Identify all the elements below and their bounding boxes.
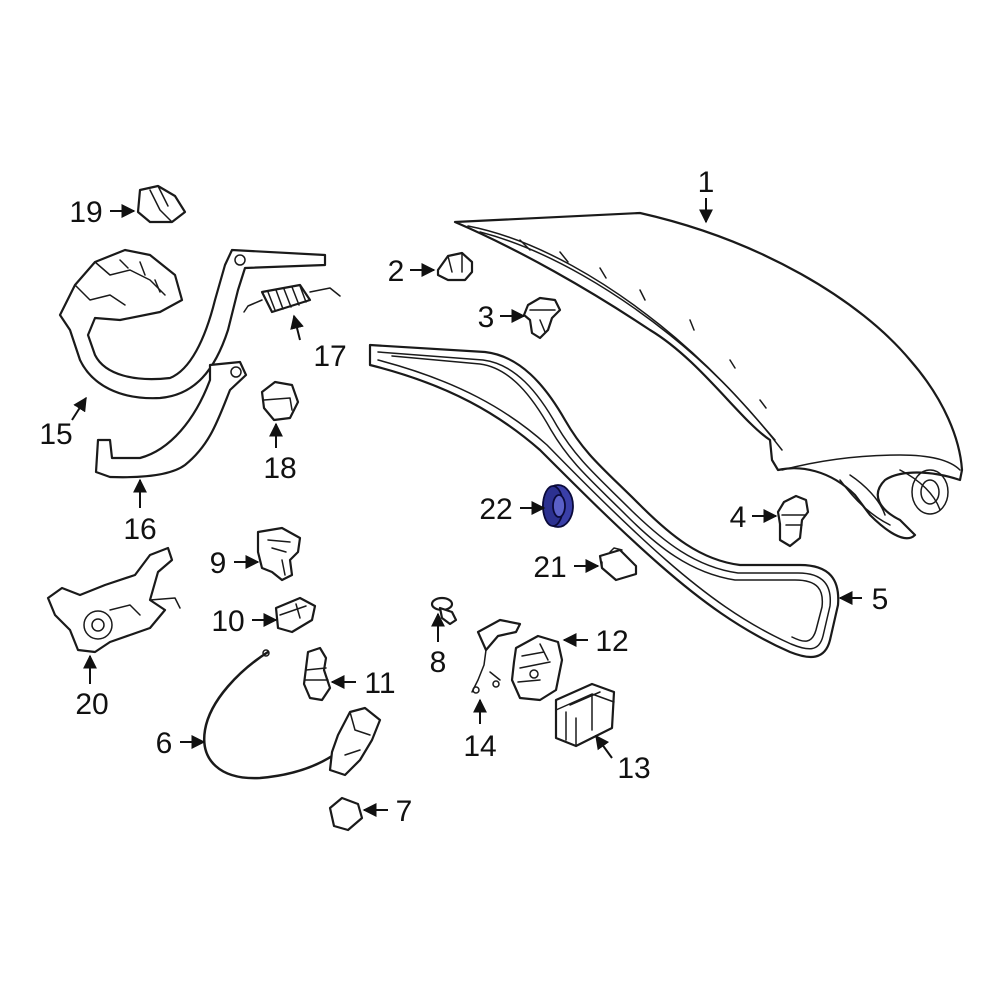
callout-14: 14 xyxy=(463,730,496,763)
part-5-weatherstrip[interactable] xyxy=(368,343,840,659)
part-4-bumper-stop[interactable] xyxy=(776,494,810,548)
callout-9: 9 xyxy=(210,547,227,580)
part-1-trunk-lid[interactable] xyxy=(453,211,964,540)
part-18-bumper[interactable] xyxy=(260,380,300,422)
callout-11: 11 xyxy=(364,667,395,700)
callout-4: 4 xyxy=(730,501,747,534)
part-19-pad[interactable] xyxy=(136,184,187,224)
part-16-trim-arm[interactable] xyxy=(94,360,248,479)
callout-6: 6 xyxy=(156,727,173,760)
part-17-spring[interactable] xyxy=(243,283,341,314)
callout-3: 3 xyxy=(478,301,495,334)
part-14-lock-rod[interactable] xyxy=(471,618,522,694)
callout-2: 2 xyxy=(388,255,405,288)
part-11-switch[interactable] xyxy=(302,646,332,702)
callout-20: 20 xyxy=(75,688,108,721)
part-3-bumper[interactable] xyxy=(522,296,562,340)
part-2-clip[interactable] xyxy=(436,251,474,282)
leader-lines xyxy=(71,198,862,817)
callout-18: 18 xyxy=(263,452,296,485)
part-12-latch[interactable] xyxy=(510,634,564,702)
callout-15: 15 xyxy=(39,418,72,451)
callout-1: 1 xyxy=(698,166,715,199)
part-13-module[interactable] xyxy=(554,682,616,748)
callout-13: 13 xyxy=(617,752,650,785)
callout-7: 7 xyxy=(396,795,413,828)
part-9-actuator[interactable] xyxy=(256,526,302,582)
callout-16: 16 xyxy=(123,513,156,546)
part-22-grommet[interactable] xyxy=(542,484,574,528)
callout-5: 5 xyxy=(872,583,889,616)
callout-22: 22 xyxy=(479,493,512,526)
grommet-inner xyxy=(552,494,566,518)
part-10-bracket[interactable] xyxy=(274,596,317,634)
part-20-latch-motor[interactable] xyxy=(46,546,181,654)
part-15-hinge[interactable] xyxy=(58,248,327,400)
callout-labels: 1 2 3 4 5 6 7 8 9 10 11 12 13 14 15 16 1… xyxy=(39,166,888,828)
part-21-clip-block[interactable] xyxy=(598,547,638,582)
callout-10: 10 xyxy=(211,605,244,638)
callout-19: 19 xyxy=(69,196,102,229)
callout-8: 8 xyxy=(430,646,447,679)
callout-17: 17 xyxy=(313,340,346,373)
part-6-cable[interactable] xyxy=(202,649,382,780)
callout-21: 21 xyxy=(533,551,566,584)
part-8-screw[interactable] xyxy=(430,596,458,626)
callout-12: 12 xyxy=(595,625,628,658)
part-7-cap[interactable] xyxy=(328,796,364,832)
